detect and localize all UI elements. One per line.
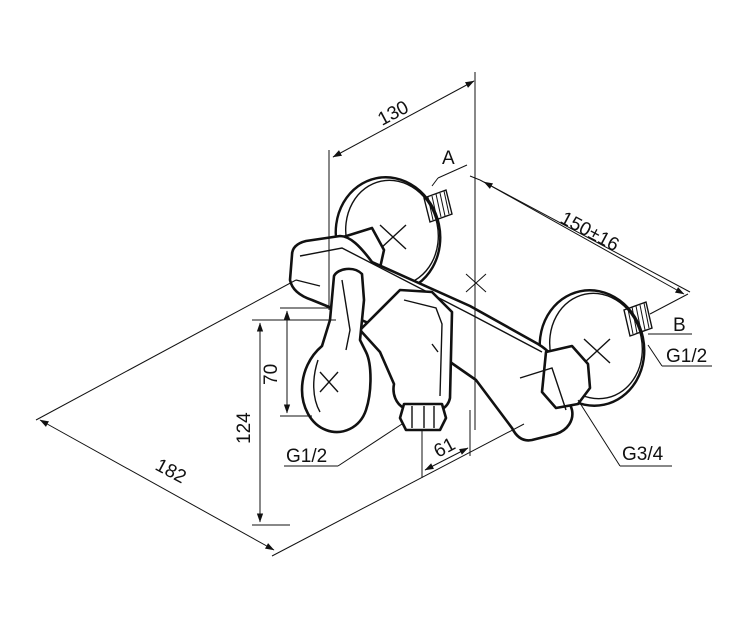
callout-g12-bottom: G1/2 [284, 423, 403, 467]
dimension-130-text: 130 [374, 97, 412, 130]
label-b: B [673, 315, 686, 336]
label-g12-right: G1/2 [666, 346, 707, 367]
dimension-150-text: 150±16 [557, 208, 623, 256]
dimension-61-text: 61 [430, 434, 459, 462]
callout-g12-right: G1/2 [647, 344, 712, 367]
callout-g34: G3/4 [577, 399, 672, 467]
dimension-124-text: 124 [234, 412, 255, 444]
label-g12-bottom: G1/2 [286, 446, 327, 467]
label-a: A [442, 148, 455, 169]
label-g34: G3/4 [622, 444, 664, 465]
eccentric-connector-b [623, 301, 653, 337]
dimension-70: 70 [261, 307, 330, 417]
eccentric-connector-a [423, 189, 453, 223]
dimension-70-text: 70 [261, 364, 282, 385]
callout-a: A [431, 148, 468, 187]
callout-b: B [648, 315, 692, 336]
dimension-182-text: 182 [152, 455, 190, 488]
centre-lines [328, 72, 487, 430]
dimension-130: 130 [332, 80, 475, 158]
lever-handle [300, 267, 372, 434]
